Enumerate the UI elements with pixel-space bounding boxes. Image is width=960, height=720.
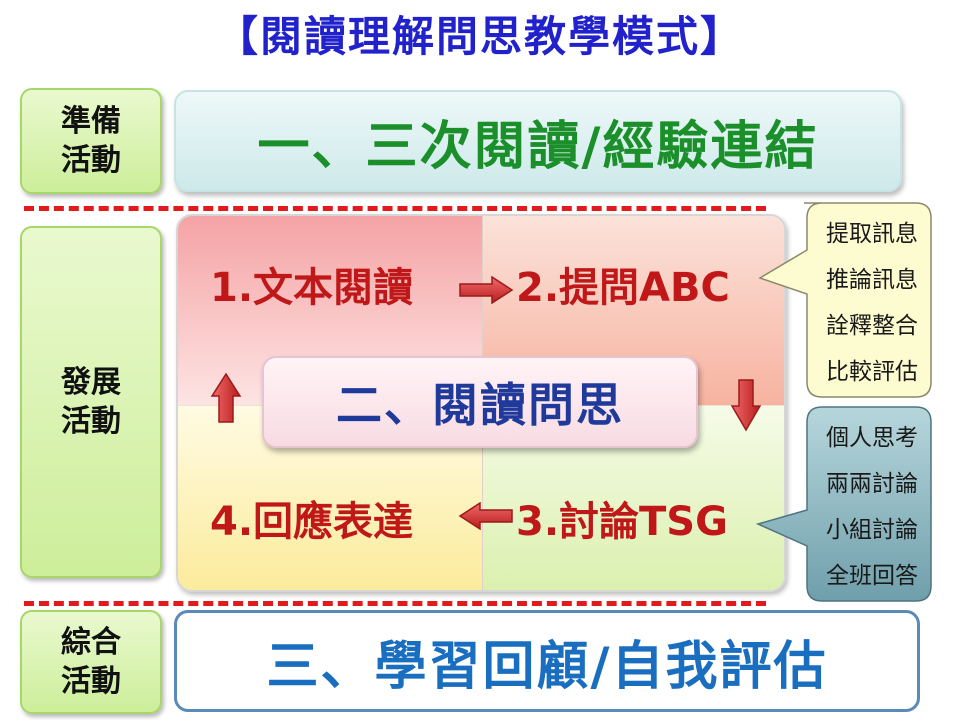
callout-discussion-modes: 個人思考 兩兩討論 小組討論 全班回答 (755, 406, 934, 602)
step-1-text-reading: 1.文本閱讀 (210, 265, 414, 311)
stage-develop-label: 發展活動 (20, 226, 162, 578)
band-reading-experience: 一、三次閱讀/經驗連結 (174, 90, 902, 192)
center-reading-questioning: 二、閱讀問思 (262, 356, 698, 448)
step-3-discussion: 3.討論TSG (516, 499, 728, 545)
callout-reading-skills: 提取訊息 推論訊息 詮釋整合 比較評估 (758, 202, 934, 398)
up-arrow-icon (210, 372, 242, 423)
stage-prep-label: 準備活動 (20, 88, 162, 194)
callout-item: 兩兩討論 (826, 471, 918, 497)
callout-reading-skills-shape (758, 202, 932, 398)
callout-item: 提取訊息 (826, 221, 918, 247)
stage-prep-line2: 活動 (61, 143, 121, 178)
stage-develop-line1: 發展 (61, 365, 121, 400)
stage-develop-line2: 活動 (61, 404, 121, 439)
stage-summary-line2: 活動 (61, 664, 121, 699)
callout-item: 比較評估 (826, 359, 918, 385)
down-arrow-icon (730, 379, 762, 432)
left-arrow-icon (458, 502, 513, 530)
step-4-response: 4.回應表達 (210, 499, 414, 545)
callout-item: 推論訊息 (826, 267, 918, 293)
callout-item: 小組討論 (826, 517, 918, 543)
stage-prep-line1: 準備 (61, 104, 121, 139)
page-title: 【閱讀理解問思教學模式】 (215, 12, 744, 61)
band-review-evaluation: 三、學習回顧/自我評估 (174, 610, 920, 712)
divider-top (24, 206, 766, 211)
stage-summary-line1: 綜合 (61, 625, 121, 660)
callout-item: 詮釋整合 (826, 313, 918, 339)
step-2-questioning: 2.提問ABC (516, 265, 730, 311)
callout-item: 個人思考 (826, 425, 918, 451)
stage-summary-label: 綜合活動 (20, 610, 162, 714)
callout-discussion-modes-shape (755, 406, 932, 602)
right-arrow-icon (459, 276, 514, 304)
callout-item: 全班回答 (826, 563, 918, 589)
divider-bottom (24, 601, 766, 606)
